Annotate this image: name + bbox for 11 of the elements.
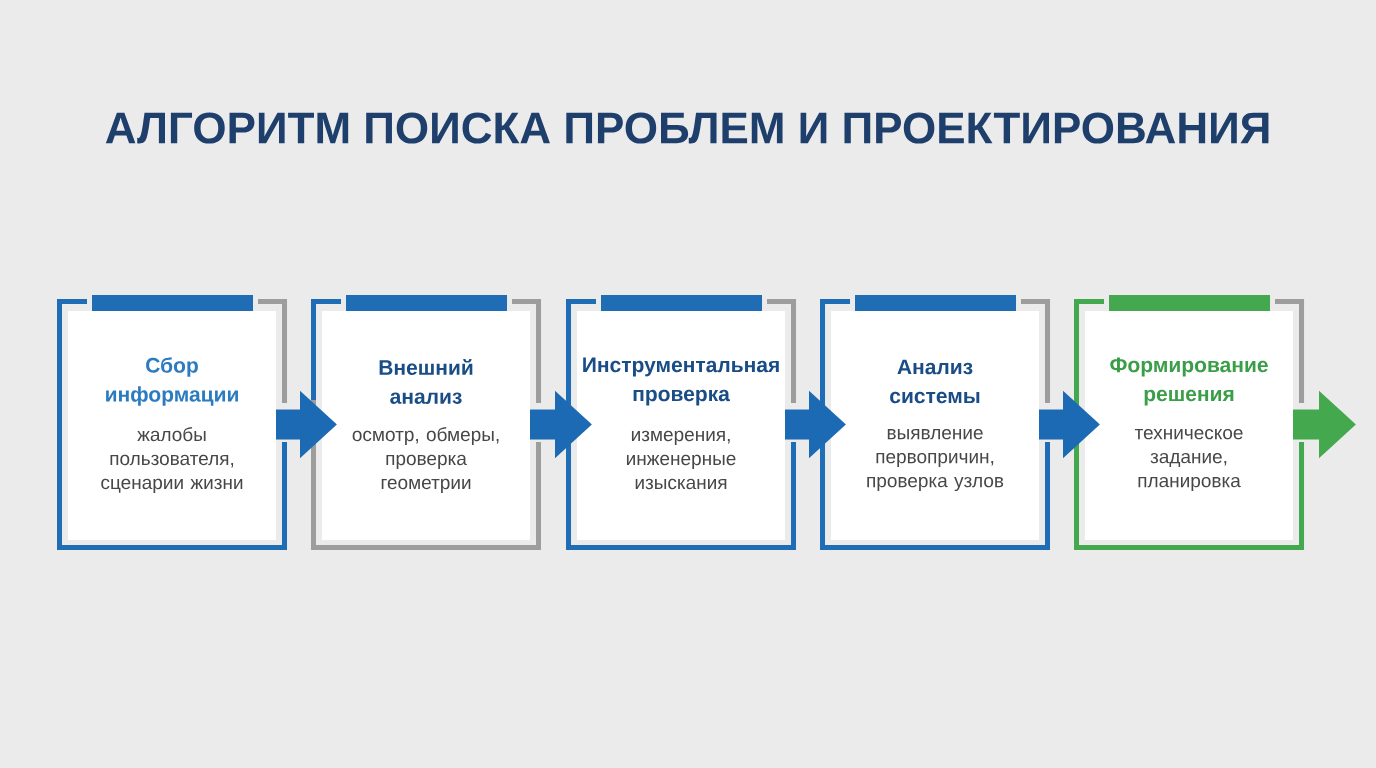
step-description: выявление первопричин, проверка узлов [867, 428, 1004, 492]
step-title: Внешний анализ [379, 359, 473, 404]
step-title: Анализ системы [890, 359, 980, 404]
step-title: Инструментальная проверка [583, 357, 779, 406]
step-title: Формирование решения [1110, 357, 1268, 406]
step-title: Сбор информации [106, 357, 238, 406]
step-description: жалобы пользователя, сценарии жизни [101, 427, 243, 493]
step-description: осмотр, обмеры, проверка геометрии [352, 427, 499, 493]
step-description: техническое задание, планировка [1134, 428, 1243, 492]
title: АЛГОРИТМ ПОИСКА ПРОБЛЕМ И ПРОЕКТИРОВАНИЯ [105, 112, 1269, 144]
step-description: измерения, инженерные изыскания [626, 430, 736, 490]
